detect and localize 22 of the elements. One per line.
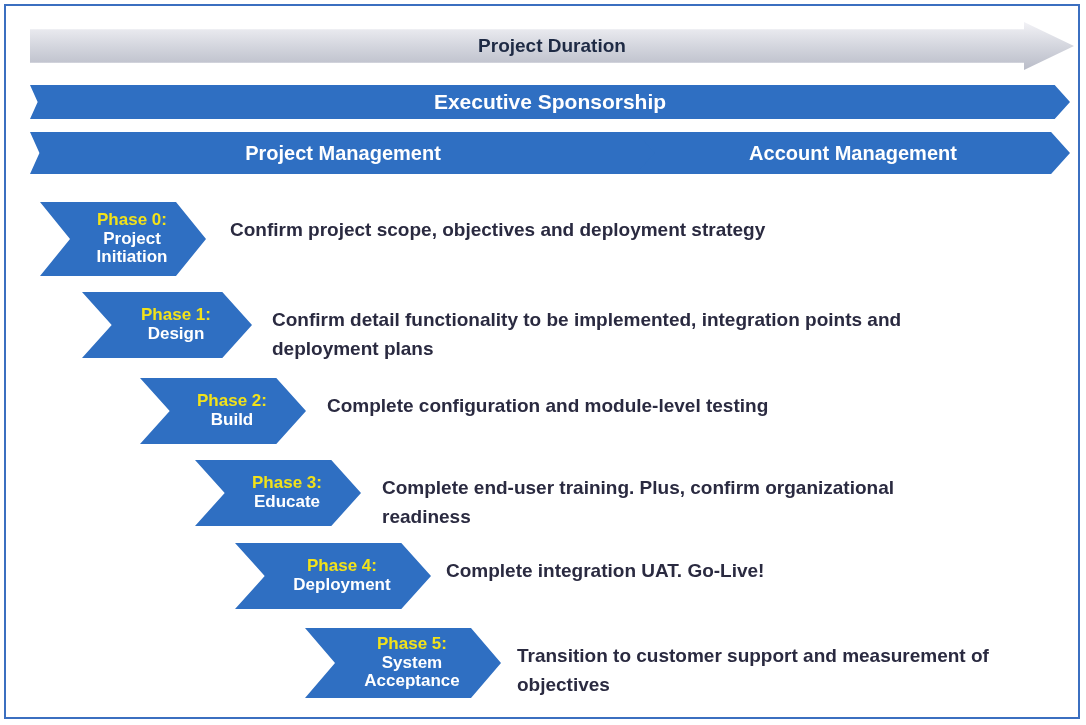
- phase-number: Phase 0:: [97, 210, 167, 230]
- phase-name: System Acceptance: [363, 653, 461, 692]
- phase-number: Phase 2:: [197, 392, 267, 411]
- phase-name: Design: [147, 325, 205, 344]
- band-label: Project Duration: [478, 35, 626, 57]
- band-label: Executive Sponsorship: [433, 90, 667, 114]
- phase-description: Confirm project scope, objectives and deployment strategy: [230, 218, 767, 242]
- phase-description: Complete configuration and module-level testing: [327, 394, 770, 418]
- phase-name: Project Initiation: [95, 229, 169, 268]
- phase-description: Complete integration UAT. Go-Live!: [446, 559, 766, 583]
- phase-number: Phase 5:: [377, 634, 447, 654]
- phase-name: Educate: [253, 493, 321, 512]
- phase-number: Phase 1:: [141, 306, 211, 325]
- phase-description: Confirm detail functionality to be implemented, integration points and deployment plans: [272, 308, 903, 361]
- phase-description: Transition to customer support and measurement of objectives: [517, 644, 990, 697]
- phase-name: Build: [210, 411, 254, 430]
- band-label: Project Management: [245, 142, 441, 164]
- phase-name: Deployment: [293, 576, 391, 595]
- phase-number: Phase 3:: [252, 474, 322, 493]
- phase-description: Complete end-user training. Plus, confirm organizational readiness: [382, 476, 895, 529]
- band-label: Account Management: [749, 142, 957, 164]
- phase-number: Phase 4:: [307, 557, 377, 576]
